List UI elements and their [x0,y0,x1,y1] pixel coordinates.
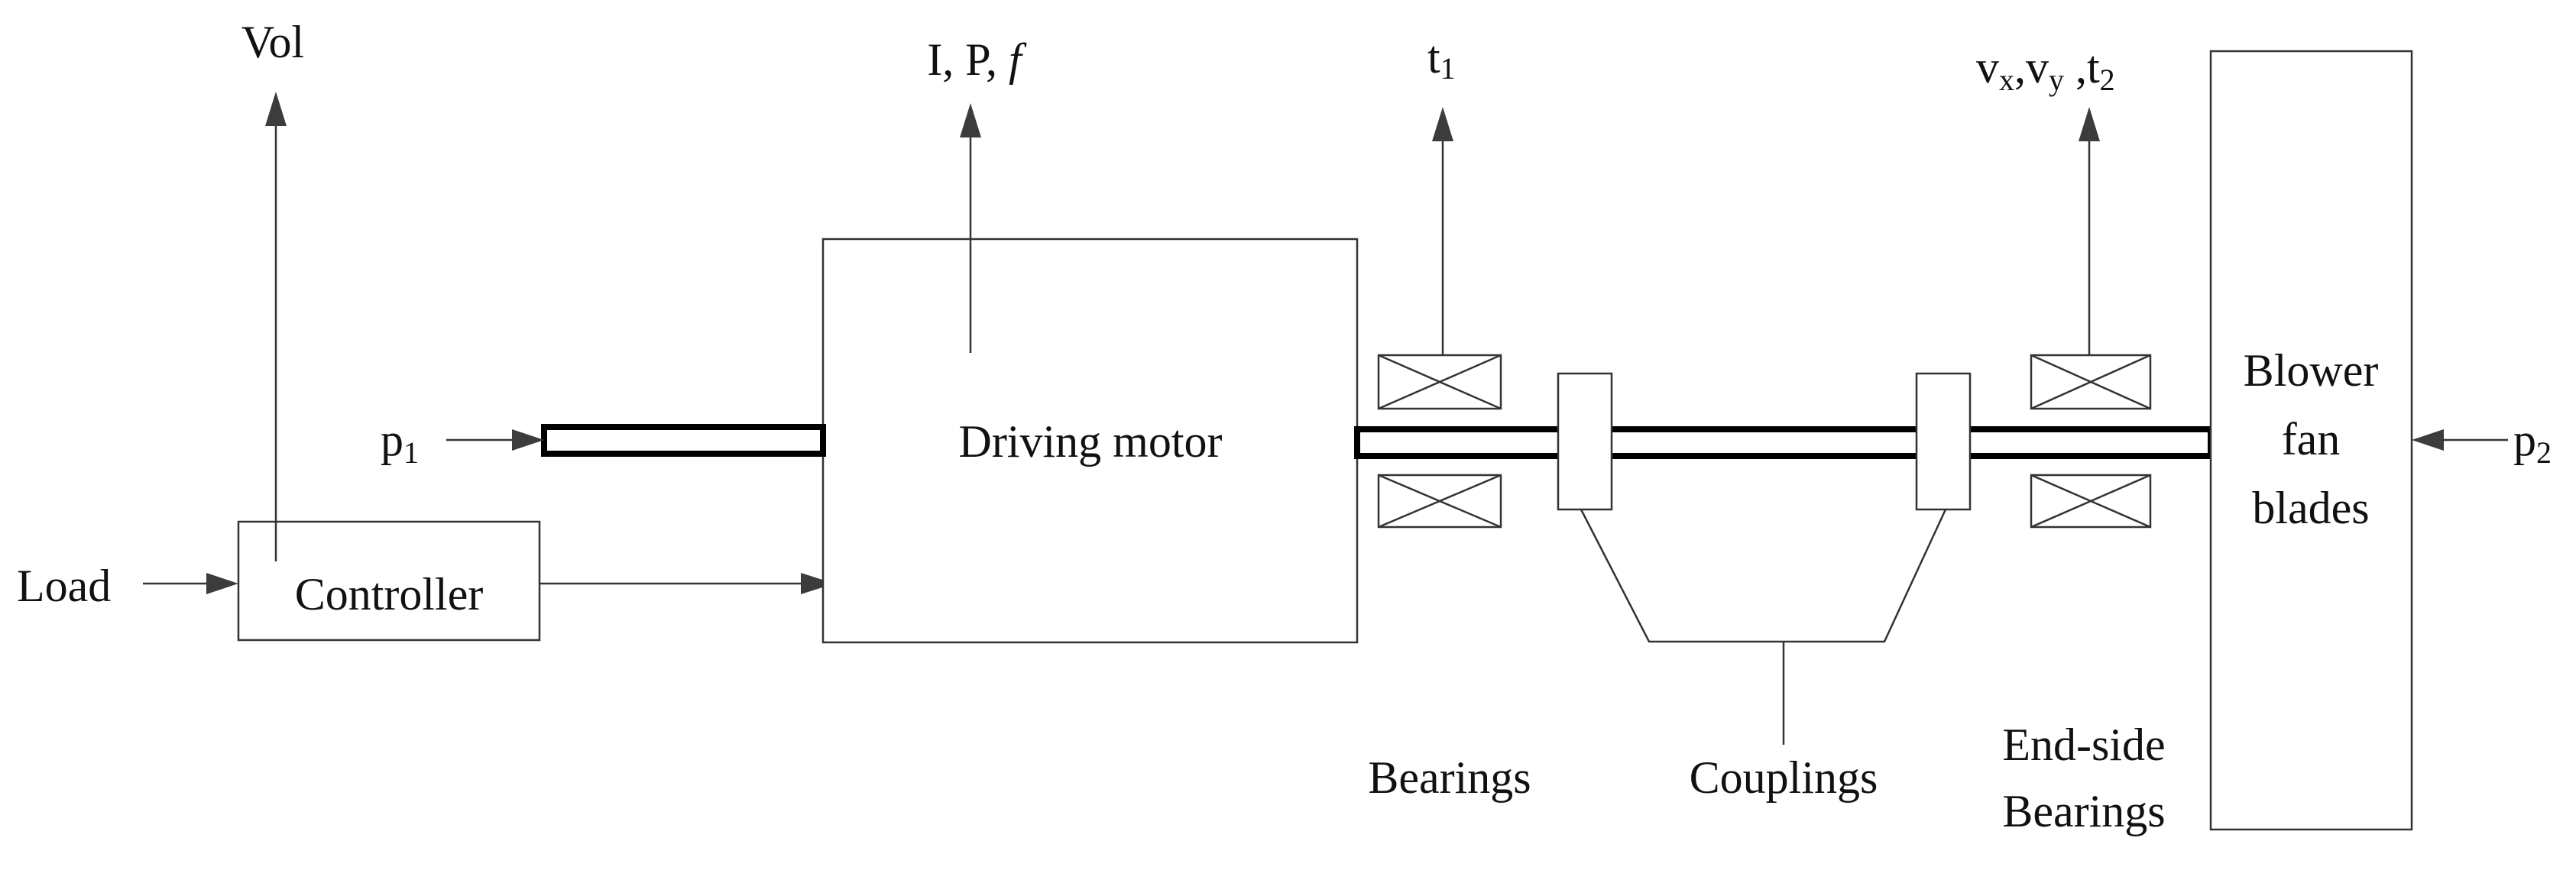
bearing-bottom-left [1377,474,1502,529]
output-shaft [1354,426,2214,459]
comma-1: , [2014,42,2026,92]
t1-main: t [1427,32,1440,82]
coupling-right [1915,372,1972,511]
t1-arrowhead [1432,107,1453,141]
p1-sub: 1 [403,435,419,470]
blower-label-line2: fan [2282,414,2341,464]
coupling-left [1557,372,1613,511]
bearing-bottom-right [2030,474,2152,529]
motor-outputs-f: f [1009,34,1027,85]
controller-to-motor-arrowhead [801,573,834,594]
blower-label-line1: Blower [2244,345,2379,396]
vol-arrowhead [265,92,287,126]
bearing-top-right [2030,354,2152,410]
vx-sub: x [1999,63,2014,97]
motor-outputs-prefix: I, P, [927,34,1009,85]
vibration-arrowhead [2079,107,2100,141]
couplings-label: Couplings [1690,752,1878,803]
controller-box [237,520,541,642]
driving-motor-label: Driving motor [959,416,1223,467]
end-side-bearings-label-line1: End-side [2002,720,2165,770]
controller-label: Controller [295,569,484,619]
blower-fan-box [2209,50,2413,831]
input-shaft [541,424,826,457]
vx-main: v [1976,42,1999,92]
couplings-leader [1580,509,1947,643]
vol-label: Vol [241,17,304,67]
t1-sub: 1 [1440,51,1456,86]
blower-label-line3: blades [2252,483,2369,533]
p1-main: p [381,415,403,465]
load-label: Load [17,561,111,611]
p2-sub: 2 [2536,435,2552,470]
motor-outputs-label: I, P, f [927,34,1027,85]
vy-main: v [2026,42,2049,92]
vy-sub: y [2049,63,2064,97]
bearing-top-left [1377,354,1502,410]
load-arrowhead [206,573,238,594]
driving-motor-box [821,238,1359,644]
p2-label: p2 [2513,415,2552,470]
p1-label: p1 [381,415,419,470]
t1-label: t1 [1427,32,1456,86]
p2-main: p [2513,415,2536,465]
t2-main: t [2087,42,2100,92]
p1-arrowhead [512,429,544,451]
vibration-label: vx,vy ,t2 [1976,42,2115,97]
comma-2: , [2064,42,2087,92]
motor-outputs-arrowhead [960,103,981,137]
end-side-bearings-label-line2: Bearings [2002,786,2165,836]
p2-arrowhead [2412,429,2444,451]
t2-sub: 2 [2100,63,2115,97]
bearings-label: Bearings [1368,752,1531,803]
